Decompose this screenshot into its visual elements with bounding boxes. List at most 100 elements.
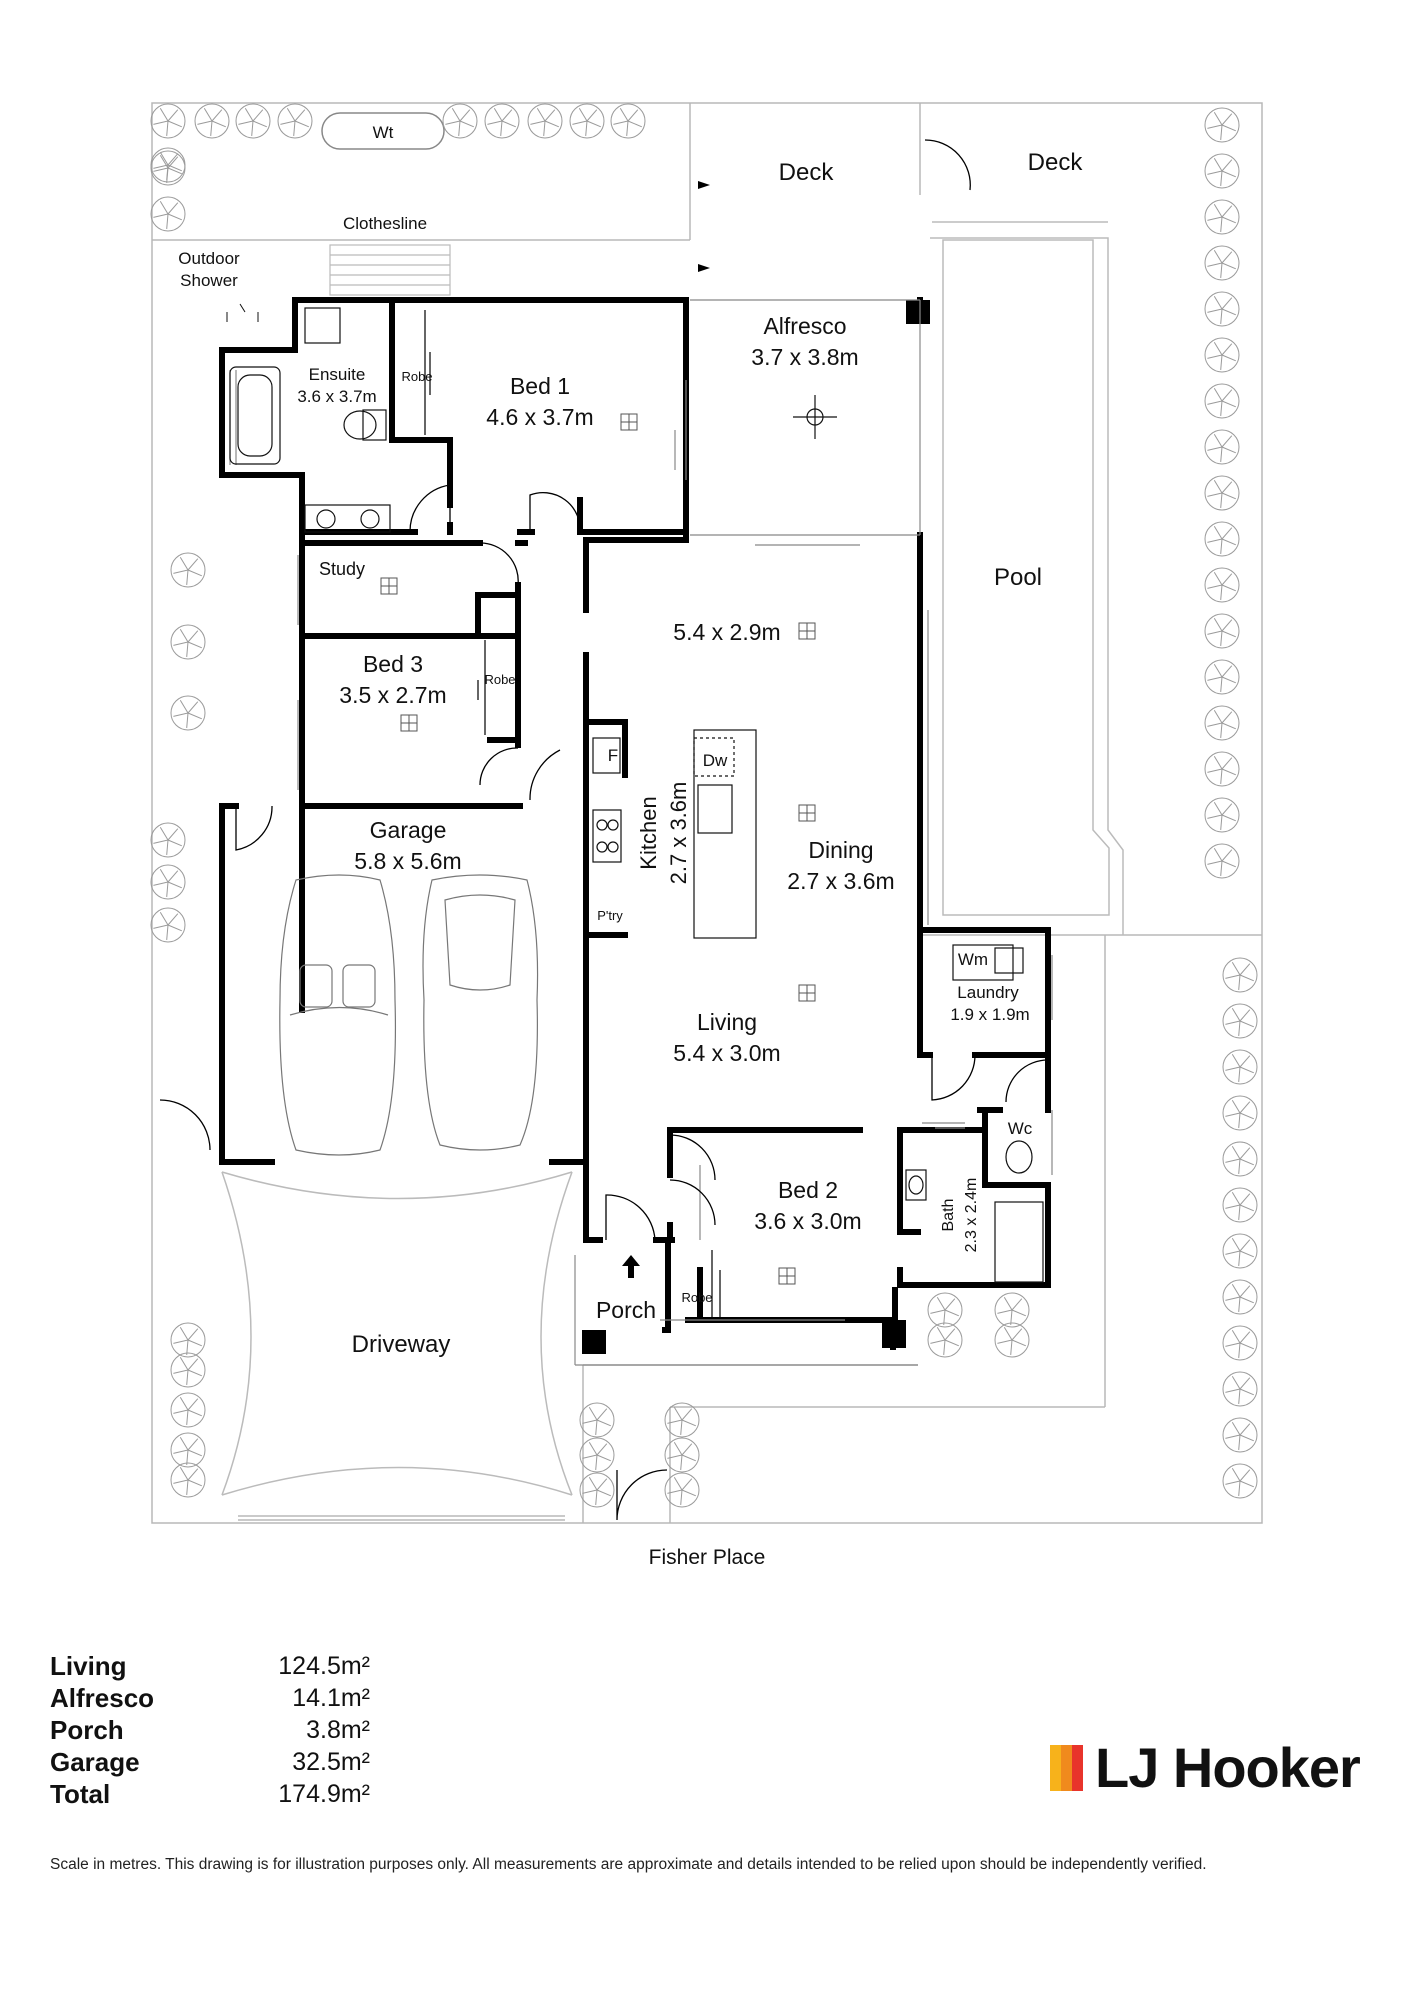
tree-branch [1207, 308, 1223, 313]
tree-branch [1221, 251, 1233, 264]
tree-branch [166, 839, 169, 855]
driveway-outline [221, 1171, 573, 1496]
tree-branch [186, 1339, 189, 1355]
tree-branch [252, 120, 267, 128]
dims-kitchen: 2.7 x 3.6m [666, 782, 691, 885]
label-outdoor: Outdoor [178, 249, 240, 268]
tree-branch [997, 1339, 1013, 1344]
tree-branch [187, 641, 202, 649]
label-deck-1: Deck [779, 159, 835, 186]
tree-branch [930, 1339, 946, 1344]
tree-branch [582, 1419, 598, 1424]
tree-branch [501, 120, 516, 128]
tree-branch [1220, 262, 1223, 278]
tree-branch [187, 1358, 199, 1371]
tree-branch [681, 1454, 696, 1462]
tree-branch [1221, 538, 1236, 546]
tree-branch [1220, 354, 1223, 370]
tree-icon [277, 103, 313, 139]
tree-branch [1220, 768, 1223, 784]
windows [229, 299, 1053, 1366]
tree-branch [943, 1339, 946, 1355]
tree-branch [210, 120, 213, 136]
tree-branch [1221, 584, 1236, 592]
tree-branch [536, 107, 546, 122]
area-row-porch: Porch 3.8m² [50, 1714, 370, 1746]
tree-branch [1220, 584, 1223, 600]
tree-branch [944, 1309, 959, 1317]
tree-branch [500, 120, 503, 136]
label-driveway: Driveway [352, 1331, 451, 1358]
tree-icon [927, 1322, 963, 1358]
area-value: 124.5m² [278, 1651, 370, 1680]
tree-branch [1231, 1099, 1241, 1114]
tree-branch [1010, 1309, 1013, 1325]
tree-branch [187, 569, 202, 577]
tree-branch [1221, 619, 1233, 632]
tree-icon [579, 1402, 615, 1438]
area-row-alfresco: Alfresco 14.1m² [50, 1682, 370, 1714]
tree-branch [1220, 446, 1223, 462]
tree-branch [173, 1449, 189, 1454]
tree-branch [1239, 1158, 1254, 1166]
tree-branch [1207, 354, 1223, 359]
tree-icon [1204, 107, 1240, 143]
tree-branch [153, 167, 169, 172]
area-value: 14.1m² [292, 1683, 370, 1712]
tree-branch [1220, 216, 1223, 232]
tree-branch [167, 120, 182, 128]
tree-branch [1213, 341, 1223, 356]
tree-branch [1239, 1296, 1254, 1304]
label-robe3: Robe [484, 672, 515, 687]
tree-branch [944, 1328, 956, 1341]
tree-branch [627, 120, 642, 128]
tree-branch [159, 868, 169, 883]
tree-branch [681, 1478, 693, 1491]
tree-branch [167, 828, 179, 841]
tree-branch [667, 1454, 683, 1459]
tree-branch [595, 1489, 598, 1505]
tree-icon [1204, 383, 1240, 419]
tree-branch [1231, 1053, 1241, 1068]
dims-living: 5.4 x 3.0m [673, 1040, 780, 1066]
dims-laundry: 1.9 x 1.9m [950, 1005, 1029, 1024]
tree-branch [159, 151, 169, 166]
tree-branch [187, 1398, 199, 1411]
tree-branch [1231, 1375, 1241, 1390]
tree-branch [936, 1326, 946, 1341]
tree-branch [578, 107, 588, 122]
tree-branch [572, 120, 588, 125]
tree-icon [170, 624, 206, 660]
tree-branch [595, 1454, 598, 1470]
tree-branch [1239, 1055, 1251, 1068]
tree-branch [459, 120, 474, 128]
tree-branch [187, 1328, 199, 1341]
tree-branch [1221, 124, 1236, 132]
tree-branch [1207, 400, 1223, 405]
area-name: Total [50, 1778, 111, 1809]
tree-branch [458, 120, 461, 136]
tree-branch [1207, 722, 1223, 727]
label-garage: Garage [370, 817, 447, 843]
tree-branch [544, 120, 559, 128]
tree-branch [1207, 170, 1223, 175]
disclaimer-text: Scale in metres. This drawing is for ill… [50, 1856, 1207, 1873]
tree-branch [153, 213, 169, 218]
tree-icon [927, 1292, 963, 1328]
tree-icon [1204, 521, 1240, 557]
tree-branch [1220, 814, 1223, 830]
tree-branch [487, 120, 503, 125]
room-labels: Wt Deck Deck Clothesline Outdoor Shower … [178, 123, 1083, 1569]
tree-branch [1207, 860, 1223, 865]
tree-branch [681, 1408, 693, 1421]
tree-branch [1220, 492, 1223, 508]
tree-icon [1204, 245, 1240, 281]
tree-branch [1225, 1434, 1241, 1439]
label-ensuite: Ensuite [309, 365, 366, 384]
tree-branch [1231, 1283, 1241, 1298]
tree-branch [1221, 803, 1233, 816]
tree-branch [619, 107, 629, 122]
tree-branch [1221, 389, 1233, 402]
car-right [422, 874, 539, 1151]
tree-branch [1213, 111, 1223, 126]
